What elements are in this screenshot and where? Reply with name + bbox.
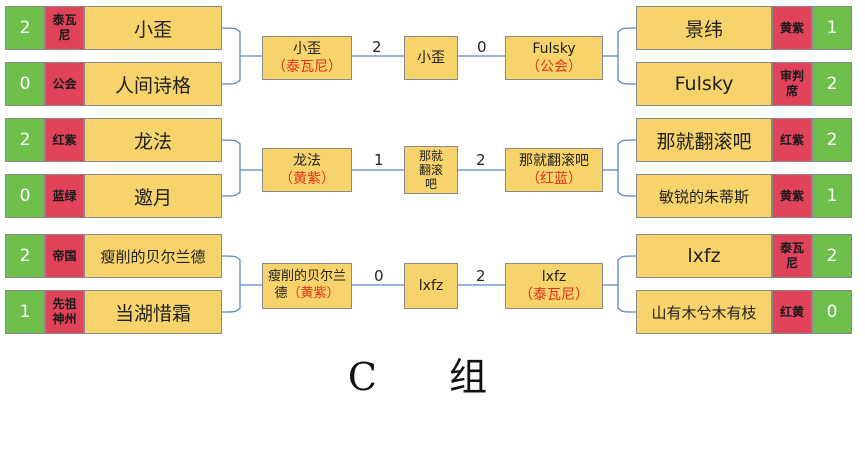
left-team-3: 红紫 (45, 118, 84, 162)
left-player-6: 当湖惜霜 (84, 290, 222, 334)
left-player-5: 瘦削的贝尔兰德 (84, 234, 222, 278)
right-team-5: 泰瓦尼 (772, 234, 812, 278)
semifinal-player: lxfz (541, 269, 567, 285)
right-semifinal-2: 那就翻滚吧 （红蓝） (505, 148, 603, 192)
left-score-1: 2 (5, 6, 45, 50)
left-team-6: 先祖神州 (45, 290, 84, 334)
left-score-2: 0 (5, 62, 45, 106)
right-score-1: 1 (812, 6, 852, 50)
left-score-5: 2 (5, 234, 45, 278)
semifinal-player: 瘦削的贝尔兰德 (267, 269, 346, 301)
semifinal-team: （黄紫） (287, 286, 340, 301)
semifinal-player: 小歪 (293, 41, 321, 57)
right-score-6: 0 (812, 290, 852, 334)
left-score-4: 0 (5, 174, 45, 218)
right-player-3: 那就翻滚吧 (636, 118, 772, 162)
left-semifinal-2: 龙法 （黄紫） (262, 148, 352, 192)
final-winner-1: 小歪 (404, 36, 458, 80)
right-score-5: 2 (812, 234, 852, 278)
left-score-3: 2 (5, 118, 45, 162)
right-semifinal-3: lxfz （泰瓦尼） (505, 263, 603, 309)
right-team-2: 审判席 (772, 62, 812, 106)
semifinal-player: 那就翻滚吧 (519, 153, 589, 169)
right-match-score-2: 2 (476, 151, 486, 169)
left-match-score-1: 2 (372, 38, 382, 56)
left-match-score-3: 0 (374, 267, 384, 285)
final-winner-2: 那就翻滚吧 (404, 146, 458, 194)
right-semifinal-1: Fulsky （公会） (505, 36, 603, 80)
right-player-1: 景纬 (636, 6, 772, 50)
left-team-1: 泰瓦尼 (45, 6, 84, 50)
right-player-6: 山有木兮木有枝 (636, 290, 772, 334)
left-match-score-2: 1 (374, 151, 384, 169)
right-team-6: 红黄 (772, 290, 812, 334)
right-score-3: 2 (812, 118, 852, 162)
semifinal-team: （泰瓦尼） (272, 59, 342, 75)
left-player-4: 邀月 (84, 174, 222, 218)
right-score-4: 1 (812, 174, 852, 218)
final-winner-3: lxfz (404, 263, 458, 309)
right-player-4: 敏锐的朱蒂斯 (636, 174, 772, 218)
semifinal-team: （黄紫） (279, 171, 335, 187)
right-match-score-1: 0 (477, 38, 487, 56)
group-title: C 组 (347, 355, 518, 399)
left-semifinal-3: 瘦削的贝尔兰德（黄紫） (262, 263, 352, 309)
right-team-3: 红紫 (772, 118, 812, 162)
right-team-1: 黄紫 (772, 6, 812, 50)
left-player-1: 小歪 (84, 6, 222, 50)
semifinal-player: Fulsky (532, 41, 576, 57)
semifinal-team: （红蓝） (526, 171, 582, 187)
right-team-4: 黄紫 (772, 174, 812, 218)
semifinal-team: （泰瓦尼） (519, 287, 589, 303)
left-player-2: 人间诗格 (84, 62, 222, 106)
right-player-2: Fulsky (636, 62, 772, 106)
left-score-6: 1 (5, 290, 45, 334)
left-player-3: 龙法 (84, 118, 222, 162)
left-team-5: 帝国 (45, 234, 84, 278)
left-team-2: 公会 (45, 62, 84, 106)
semifinal-team: （公会） (526, 59, 582, 75)
right-match-score-3: 2 (476, 267, 486, 285)
semifinal-player: 龙法 (293, 153, 321, 169)
right-player-5: lxfz (636, 234, 772, 278)
right-score-2: 2 (812, 62, 852, 106)
left-semifinal-1: 小歪 （泰瓦尼） (262, 36, 352, 80)
left-team-4: 蓝绿 (45, 174, 84, 218)
